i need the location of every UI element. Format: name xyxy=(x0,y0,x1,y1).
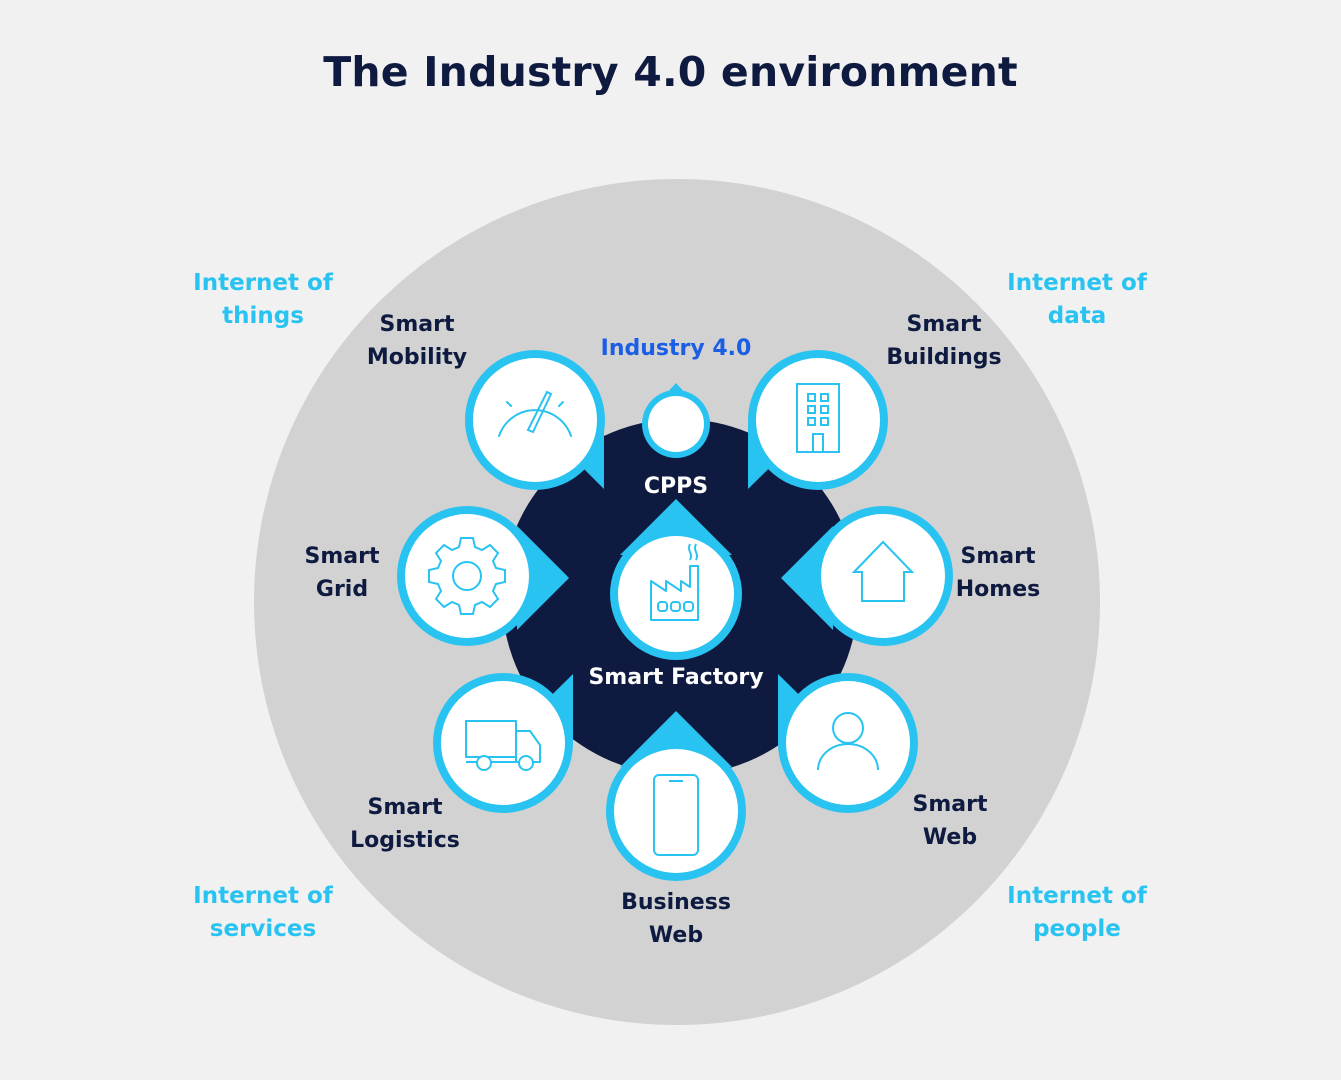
truck-icon xyxy=(465,720,541,771)
speedometer-icon xyxy=(498,390,572,437)
label-industry-4-0: Industry 4.0 xyxy=(600,336,752,361)
diagram-title: The Industry 4.0 environment xyxy=(323,48,1018,96)
industry-pin xyxy=(642,383,710,458)
label-cpps: CPPS xyxy=(643,474,709,499)
gear-icon xyxy=(428,537,506,615)
node-smart-buildings xyxy=(748,350,888,490)
label-smart-factory: Smart Factory xyxy=(588,665,764,690)
node-smart-web xyxy=(778,673,918,813)
house-icon xyxy=(851,540,915,602)
smartphone-icon xyxy=(653,774,699,856)
building-icon xyxy=(796,383,840,453)
node-smart-factory xyxy=(610,499,742,660)
node-smart-mobility xyxy=(465,350,605,490)
user-icon xyxy=(817,712,879,771)
node-smart-homes xyxy=(781,506,953,646)
node-smart-grid xyxy=(397,506,569,646)
node-smart-logistics xyxy=(433,673,573,813)
node-business-web xyxy=(606,711,746,881)
factory-icon xyxy=(650,543,699,621)
